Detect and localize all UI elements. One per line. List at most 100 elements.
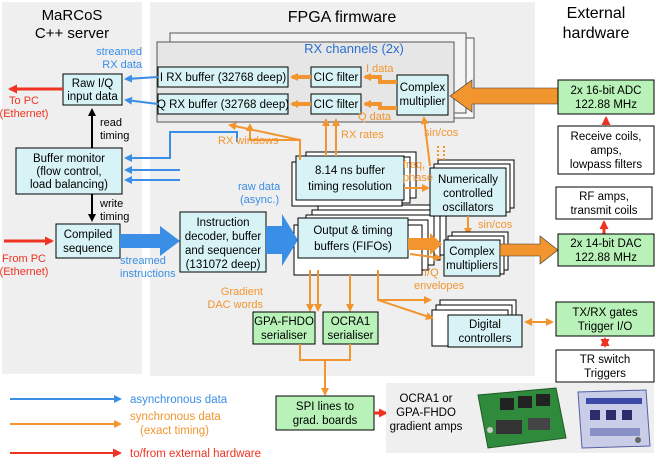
spi-lines-box <box>275 395 375 431</box>
rx-rates-label: RX rates <box>341 129 384 141</box>
adc-to-multiplier-arrow <box>449 79 559 113</box>
raw-iq-line1: Raw I/Q <box>72 78 114 90</box>
nco-line3: oscillators <box>442 202 493 214</box>
rx-windows-arrow <box>246 123 301 160</box>
spi-line2: grad. boards <box>293 415 358 427</box>
txrx-line2: Trigger I/O <box>578 321 633 333</box>
sequencer-line3: and sequencer <box>185 245 261 257</box>
gradient-line1: Gradient <box>221 286 263 298</box>
rx-complex-multiplier <box>396 74 449 116</box>
sequencer-to-fifos-arrow <box>266 214 298 266</box>
streamed-rx-line1: streamed <box>96 46 142 58</box>
gpa-line1: GPA-FHDO <box>254 316 314 328</box>
q-rx-buffer-label: Q RX buffer (32768 deep) <box>157 99 289 111</box>
iq-env-line1: I/Q <box>424 267 439 279</box>
buffer-monitor-line1: Buffer monitor <box>33 153 105 165</box>
compiled-sequence <box>55 223 121 259</box>
rx-windows-arrow-2 <box>228 122 301 141</box>
tr-switch-box <box>555 349 655 383</box>
dac-box <box>557 233 655 267</box>
legend-sync-line2: (exact timing) <box>140 425 209 437</box>
rf-amps-box <box>555 186 653 220</box>
gpa-fhdo-board-image <box>477 387 567 449</box>
gamps-line1: OCRA1 or <box>399 393 452 405</box>
digital-controllers <box>447 314 523 348</box>
iq-envelope-arrow <box>409 253 442 262</box>
gpa-line2: serialiser <box>261 330 307 342</box>
adc-line1: 2x 16-bit ADC <box>571 85 642 97</box>
digital-line2: controllers <box>458 333 511 345</box>
rx-complex-multiplier-line1: Complex <box>400 82 446 94</box>
mult-to-cic-i-arrow <box>363 73 397 84</box>
rx-channels-title: RX channels (2x) <box>304 41 404 56</box>
streamed-instructions-arrow <box>120 226 180 256</box>
receive-coils-box <box>557 125 655 175</box>
from-pc-line2: (Ethernet) <box>0 266 48 278</box>
ocra1-line2: serialiser <box>327 330 373 342</box>
txmult-to-dac-arrow <box>499 235 559 265</box>
digital-line1: Digital <box>469 319 501 331</box>
adc-box <box>557 79 655 115</box>
external-title-line2: hardware <box>563 25 630 42</box>
rx-complex-multiplier-line2: multiplier <box>399 96 445 108</box>
buffer-monitor-line2: (flow control, <box>36 166 101 178</box>
gpa-fhdo-serialiser <box>252 311 316 345</box>
compiled-sequence-line1: Compiled <box>64 229 113 241</box>
to-pc-line1: To PC <box>9 95 39 107</box>
receive-line2: amps, <box>590 145 621 157</box>
tr-line1: TR switch <box>580 354 630 366</box>
fifo-to-txmult-arrow <box>408 233 442 255</box>
ocra-to-spi-line <box>325 344 351 361</box>
nco-line1: Numerically <box>438 174 498 186</box>
raw-data-line2: (async.) <box>240 194 279 206</box>
server-title-line1: MaRCoS <box>42 7 103 24</box>
timing-buffer <box>295 155 405 201</box>
freq-phase-line2: phase <box>403 172 433 184</box>
receive-line1: Receive coils, <box>571 131 642 143</box>
gradient-line2: DAC words <box>207 299 263 311</box>
sincos-mid-label: sin/cos <box>478 219 513 231</box>
compiled-sequence-line2: sequence <box>63 243 113 255</box>
timing-buffer-line2: timing resolution <box>308 181 392 193</box>
sequencer-line4: (131072 deep) <box>186 259 261 271</box>
tx-mults-line2: multipliers <box>446 260 498 272</box>
qbuf-to-raw-arrow <box>124 96 159 105</box>
gamps-line2: GPA-FHDO <box>396 407 456 419</box>
buffer-monitor-line3: load balancing) <box>30 179 108 191</box>
buffer-monitor <box>15 147 123 195</box>
from-pc-line1: From PC <box>2 253 46 265</box>
tr-line2: Triggers <box>584 368 626 380</box>
sequencer-line2: decoder, buffer <box>185 231 262 243</box>
fpga-title: FPGA firmware <box>288 9 397 26</box>
legend-async-label: asynchronous data <box>130 394 228 406</box>
server-title-line2: C++ server <box>35 25 109 42</box>
legend-external-label: to/from external hardware <box>130 448 261 460</box>
nco-line2: controlled <box>443 188 493 200</box>
ocra1-board-image <box>577 389 651 449</box>
txrx-line1: TX/RX gates <box>572 307 637 319</box>
fifos-line2: buffers (FIFOs) <box>314 241 392 253</box>
sequencer-line1: Instruction <box>196 217 249 229</box>
streamed-rx-line2: RX data <box>102 59 143 71</box>
write-timing-line1: write <box>99 198 123 210</box>
tx-mults-line1: Complex <box>449 246 495 258</box>
rf-line1: RF amps, <box>579 191 629 203</box>
rx-windows-label: RX windows <box>218 135 279 147</box>
tx-complex-multipliers <box>443 239 501 277</box>
i-rx-buffer-label: I RX buffer (32768 deep) <box>160 72 287 84</box>
cic-filter-i-label: CIC filter <box>314 72 359 84</box>
external-title-line1: External <box>567 5 626 22</box>
legend-sync-line1: synchronous data <box>130 411 221 423</box>
to-pc-line2: (Ethernet) <box>0 108 48 120</box>
fifos-line1: Output & timing <box>313 225 392 237</box>
raw-data-line1: raw data <box>238 181 281 193</box>
streamed-instr-line1: streamed <box>120 255 166 267</box>
gamps-line3: gradient amps <box>390 421 463 433</box>
rf-line2: transmit coils <box>570 205 637 217</box>
dac-line1: 2x 14-bit DAC <box>570 238 642 250</box>
sincos-top-label: sin/cos <box>424 127 459 139</box>
ibuf-to-raw-arrow <box>124 74 159 83</box>
rx-windows-to-monitor-arrow <box>124 131 238 162</box>
read-timing-line1: read <box>100 117 122 129</box>
